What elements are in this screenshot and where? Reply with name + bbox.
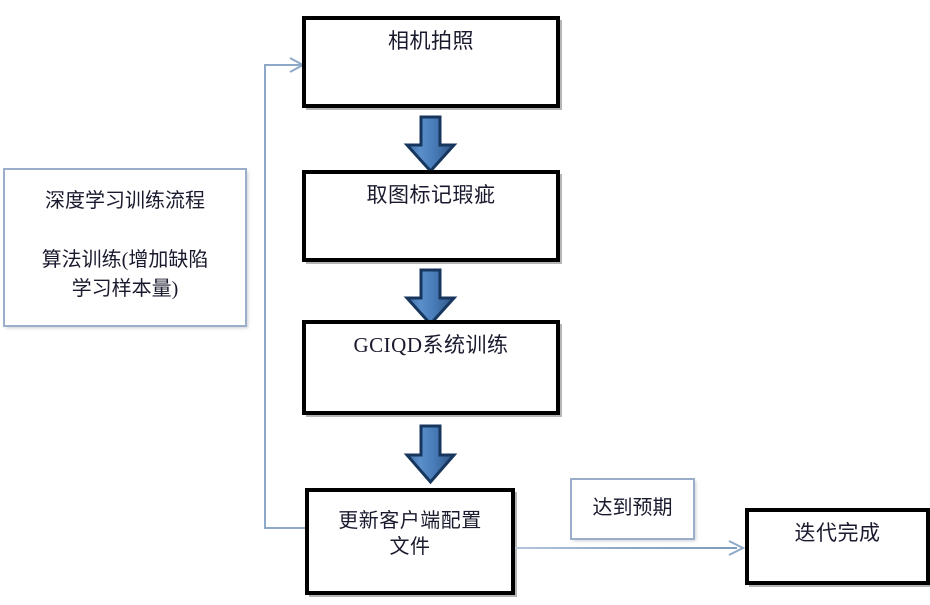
down-arrow-train-to-update-icon: [403, 424, 458, 485]
node-camera-capture[interactable]: 相机拍照: [302, 16, 560, 108]
feedback-edge-vertical-segment: [264, 65, 266, 529]
down-arrow-camera-to-mark-icon: [403, 115, 458, 174]
training-process-description-panel: 深度学习训练流程 算法训练(增加缺陷 学习样本量): [3, 168, 247, 327]
node-update-client-config-label: 更新客户端配置 文件: [338, 510, 482, 559]
node-mark-defects[interactable]: 取图标记瑕疵: [302, 170, 560, 262]
node-gciqd-system-training-label: GCIQD系统训练: [353, 333, 509, 357]
feedback-edge-bottom-segment: [264, 527, 308, 529]
node-iteration-complete-label: 迭代完成: [794, 521, 881, 545]
edge-label-meets-expectation-text: 达到预期: [592, 497, 673, 519]
edge-label-meets-expectation: 达到预期: [570, 478, 695, 540]
node-iteration-complete[interactable]: 迭代完成: [745, 508, 930, 585]
down-arrow-mark-to-train-icon: [403, 268, 458, 327]
node-mark-defects-label: 取图标记瑕疵: [366, 183, 496, 207]
edge-update-to-done-line: [515, 547, 737, 549]
description-line-2: 算法训练(增加缺陷 学习样本量): [41, 249, 209, 300]
node-update-client-config[interactable]: 更新客户端配置 文件: [305, 488, 515, 595]
node-camera-capture-label: 相机拍照: [388, 29, 474, 53]
description-line-1: 深度学习训练流程: [45, 190, 205, 212]
edge-update-to-done-arrowhead-icon: [728, 540, 746, 556]
feedback-edge-top-segment: [264, 64, 302, 66]
node-gciqd-system-training[interactable]: GCIQD系统训练: [302, 320, 560, 415]
